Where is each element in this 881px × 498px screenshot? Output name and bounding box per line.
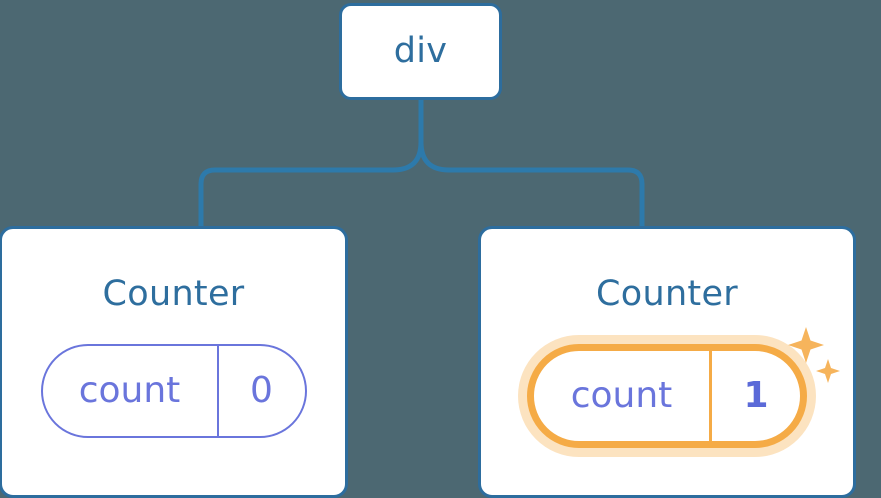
state-pill-wrapper: count 0 (2, 344, 345, 438)
state-pill-value-cell: 1 (712, 351, 800, 441)
sparkle-small-icon (816, 359, 840, 383)
state-pill-value-cell: 0 (219, 346, 305, 436)
state-pill-wrapper: count 1 (481, 327, 853, 448)
state-pill-key-cell: count (534, 351, 712, 441)
card-title: Counter (596, 274, 738, 314)
state-value-label: 1 (743, 375, 769, 416)
card-counter-right[interactable]: Counter count 1 (478, 226, 856, 498)
state-pill-key-cell: count (43, 346, 219, 436)
state-value-label: 0 (250, 370, 273, 411)
state-key-label: count (570, 375, 673, 416)
node-root-div[interactable]: div (339, 3, 502, 100)
card-title: Counter (102, 274, 245, 314)
state-pill[interactable]: count 0 (40, 344, 307, 438)
state-key-label: count (78, 370, 181, 411)
state-pill-highlighted[interactable]: count 1 (527, 327, 840, 448)
node-root-label: div (393, 31, 448, 71)
card-counter-left[interactable]: Counter count 0 (0, 226, 348, 498)
